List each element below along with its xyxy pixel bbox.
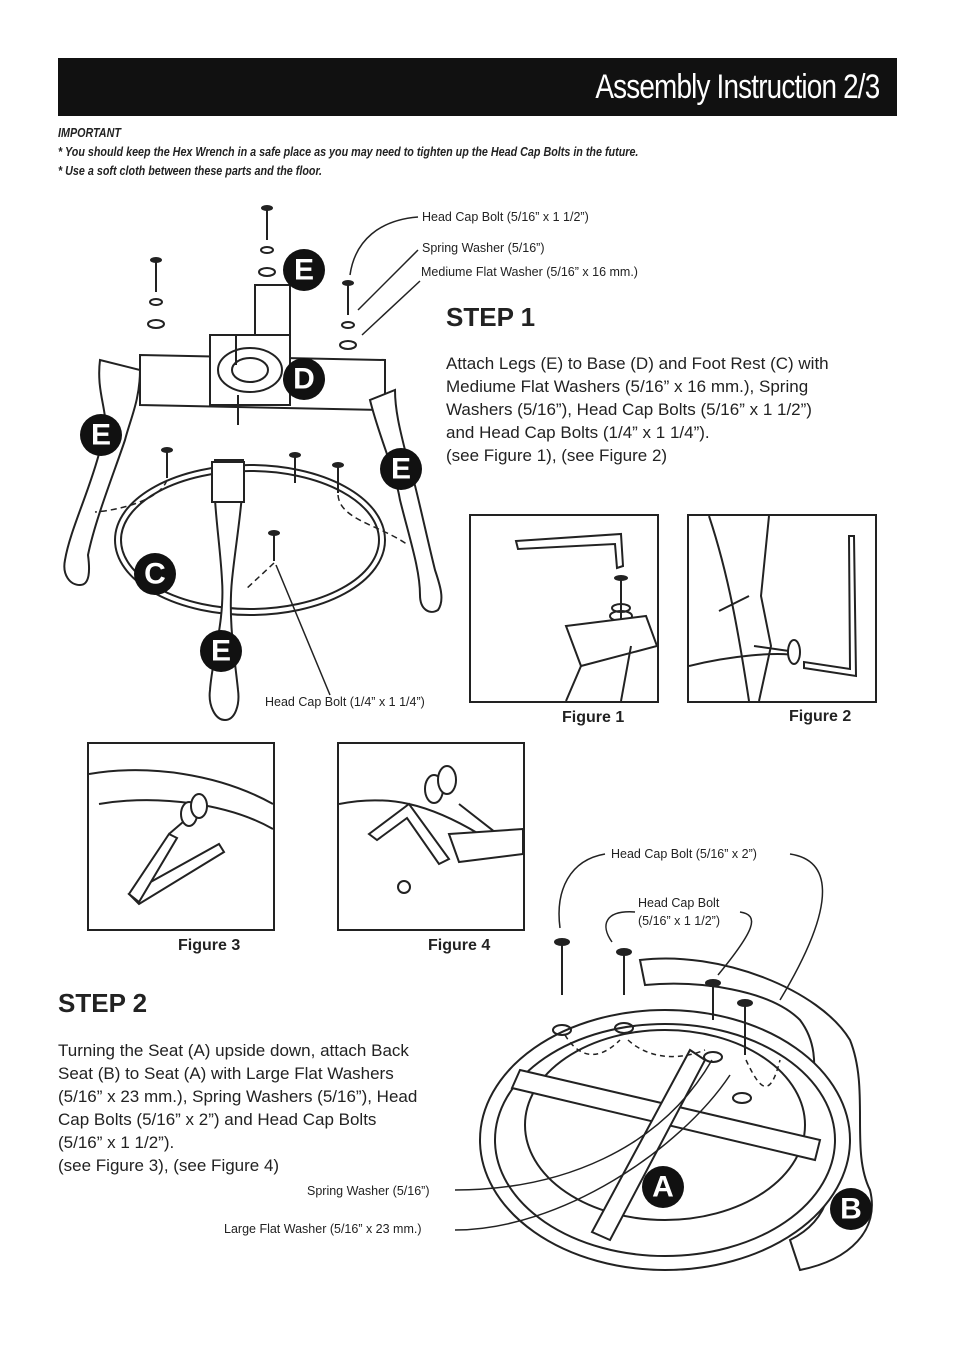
step2-title: STEP 2 xyxy=(58,988,148,1018)
step2-line: (5/16” x 1 1/2”). xyxy=(58,1133,175,1152)
figure-3-image xyxy=(87,742,275,931)
label-spring-washer: Spring Washer (5/16”) xyxy=(422,241,545,255)
label-large-washer: Large Flat Washer (5/16” x 23 mm.) xyxy=(224,1222,422,1236)
important-notes: IMPORTANT * You should keep the Hex Wren… xyxy=(58,124,638,181)
figure-2-image xyxy=(687,514,877,703)
step2-line: Turning the Seat (A) upside down, attach… xyxy=(58,1041,409,1060)
step2-line: (5/16” x 23 mm.), Spring Washers (5/16”)… xyxy=(58,1087,418,1106)
step2-line: Seat (B) to Seat (A) with Large Flat Was… xyxy=(58,1064,394,1083)
label-flat-washer: Mediume Flat Washer (5/16” x 16 mm.) xyxy=(421,265,638,279)
part-label-leg: E xyxy=(391,453,411,486)
figure-1-caption: Figure 1 xyxy=(562,709,625,726)
label-bolt-2: Head Cap Bolt (5/16” x 2”) xyxy=(611,847,757,861)
figure-1-image xyxy=(469,514,659,703)
important-line-1: * You should keep the Hex Wrench in a sa… xyxy=(58,145,639,159)
page-title: Assembly Instruction 2/3 xyxy=(594,68,880,106)
label-bolt-long: Head Cap Bolt (5/16” x 1 1/2”) xyxy=(422,210,589,224)
label-bolt-15-line1: Head Cap Bolt xyxy=(638,896,720,910)
step2-text: Turning the Seat (A) upside down, attach… xyxy=(58,1039,417,1177)
figure-4-image xyxy=(337,742,525,931)
step1-line: Washers (5/16”), Head Cap Bolts (5/16” x… xyxy=(446,400,812,419)
label-spring-washer-2: Spring Washer (5/16”) xyxy=(307,1184,430,1198)
part-label-leg: E xyxy=(91,419,111,452)
part-label-foot-rest: C xyxy=(144,558,166,591)
step1-line: and Head Cap Bolts (1/4” x 1 1/4”). xyxy=(446,423,710,442)
header-bar: Assembly Instruction 2/3 xyxy=(58,58,897,116)
part-label-base: D xyxy=(293,363,315,396)
figure-4-caption: Figure 4 xyxy=(428,937,491,954)
figure-2-caption: Figure 2 xyxy=(789,708,852,725)
step1-line: Mediume Flat Washers (5/16” x 16 mm.), S… xyxy=(446,377,809,396)
step1-title: STEP 1 xyxy=(446,302,536,332)
important-title: IMPORTANT xyxy=(58,126,121,140)
figure-3-caption: Figure 3 xyxy=(178,937,241,954)
label-bolt-short: Head Cap Bolt (1/4” x 1 1/4”) xyxy=(265,695,425,709)
step1-line: Attach Legs (E) to Base (D) and Foot Res… xyxy=(446,354,829,373)
label-bolt-15-line2: (5/16” x 1 1/2”) xyxy=(638,914,720,928)
step2-line: (see Figure 3), (see Figure 4) xyxy=(58,1156,280,1175)
step1-line: (see Figure 1), (see Figure 2) xyxy=(446,446,668,465)
step2-line: Cap Bolts (5/16” x 2”) and Head Cap Bolt… xyxy=(58,1110,377,1129)
part-label-leg: E xyxy=(294,254,314,287)
part-label-leg: E xyxy=(211,635,231,668)
important-line-2: * Use a soft cloth between these parts a… xyxy=(58,164,323,178)
step1-text: Attach Legs (E) to Base (D) and Foot Res… xyxy=(446,352,829,467)
